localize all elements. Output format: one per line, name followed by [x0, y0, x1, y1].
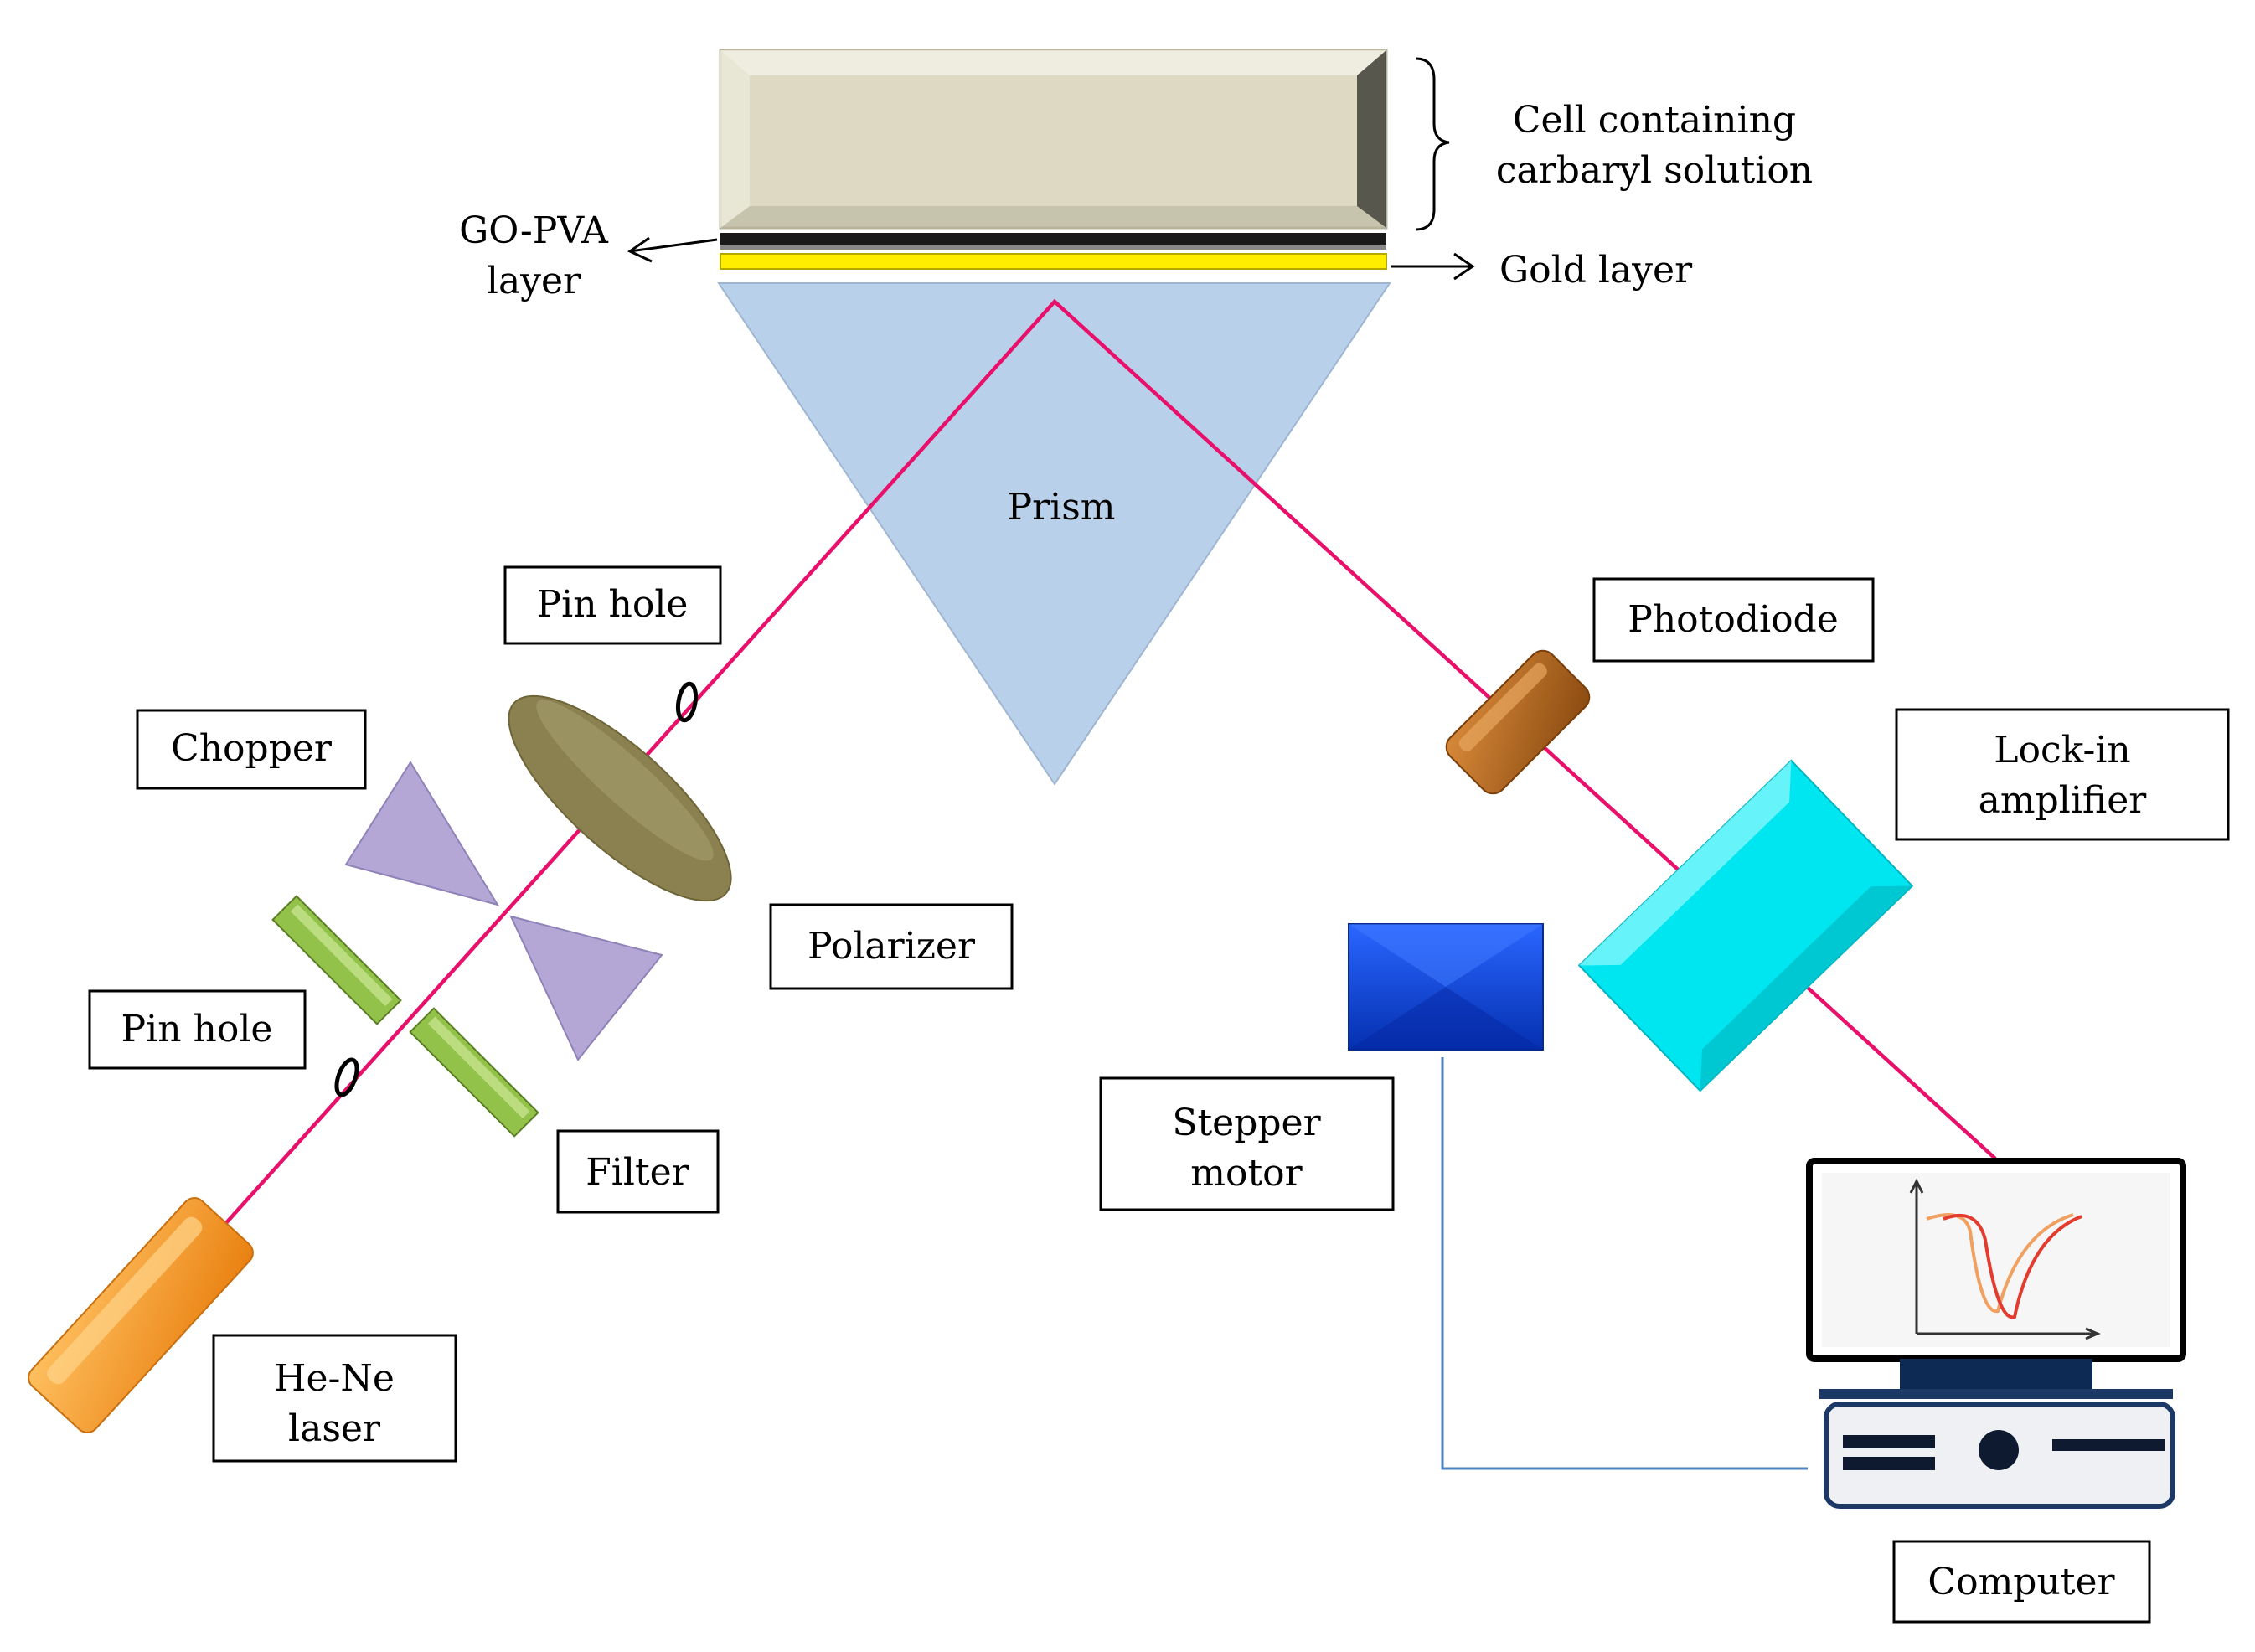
cell-bracket [1415, 57, 1450, 231]
stepper-computer-wire [1441, 1057, 1808, 1470]
cell-label-line2: carbaryl solution [1496, 149, 1813, 192]
stepper-motor [1348, 923, 1544, 1051]
computer [1806, 1158, 2186, 1509]
go-pva-label-line1: GO-PVA [459, 209, 609, 252]
cell-label-line1: Cell containing [1513, 99, 1796, 142]
prism [717, 282, 1391, 786]
lock-in-amplifier [1577, 759, 1914, 1092]
chopper [344, 761, 663, 1061]
photodiode-label-box [1592, 577, 1875, 663]
go-pva-arrow [627, 236, 718, 263]
gold-label: Gold layer [1499, 249, 1693, 292]
laser-label-line2: laser [288, 1407, 381, 1450]
filter-label-box [556, 1129, 720, 1214]
prism-label: Prism [1007, 486, 1115, 529]
pinhole-bottom-label-box [88, 989, 307, 1070]
polarizer-label: Polarizer [808, 925, 976, 968]
stepper-label-line2: motor [1190, 1152, 1303, 1195]
pinhole-bottom [334, 1057, 359, 1097]
chopper-label-box [136, 709, 367, 790]
filter-lower [409, 1007, 539, 1138]
lockin-label-box [1895, 708, 2230, 841]
pinhole-top [675, 681, 699, 723]
screen-curve-2 [1926, 1213, 2074, 1314]
lockin-label-line1: Lock-in [1994, 729, 2131, 772]
polarizer [508, 694, 732, 902]
stepper-label-box [1099, 1076, 1395, 1211]
photodiode-label: Photodiode [1628, 598, 1839, 641]
chopper-label: Chopper [171, 727, 333, 770]
go-pva-label-line2: layer [487, 260, 581, 302]
lockin-label-line2: amplifier [1979, 779, 2148, 822]
he-ne-laser [28, 1197, 254, 1433]
stepper-label-line1: Stepper [1172, 1102, 1321, 1144]
computer-label: Computer [1927, 1561, 2115, 1603]
gold-arrow [1391, 252, 1475, 281]
laser-label-line1: He-Ne [274, 1357, 395, 1400]
filter-label: Filter [586, 1151, 689, 1194]
computer-label-box [1892, 1540, 2151, 1624]
sample-cell [719, 49, 1388, 230]
go-pva-layer [720, 233, 1386, 245]
photodiode [1445, 649, 1591, 795]
screen-curve-1 [1943, 1214, 2082, 1319]
pinhole-bottom-label: Pin hole [121, 1008, 273, 1051]
gold-layer [720, 253, 1387, 270]
pinhole-top-label-box [503, 565, 722, 645]
pinhole-top-label: Pin hole [537, 583, 689, 626]
polarizer-label-box [769, 903, 1014, 990]
filter-upper [271, 895, 402, 1025]
laser-label-box [212, 1334, 457, 1463]
